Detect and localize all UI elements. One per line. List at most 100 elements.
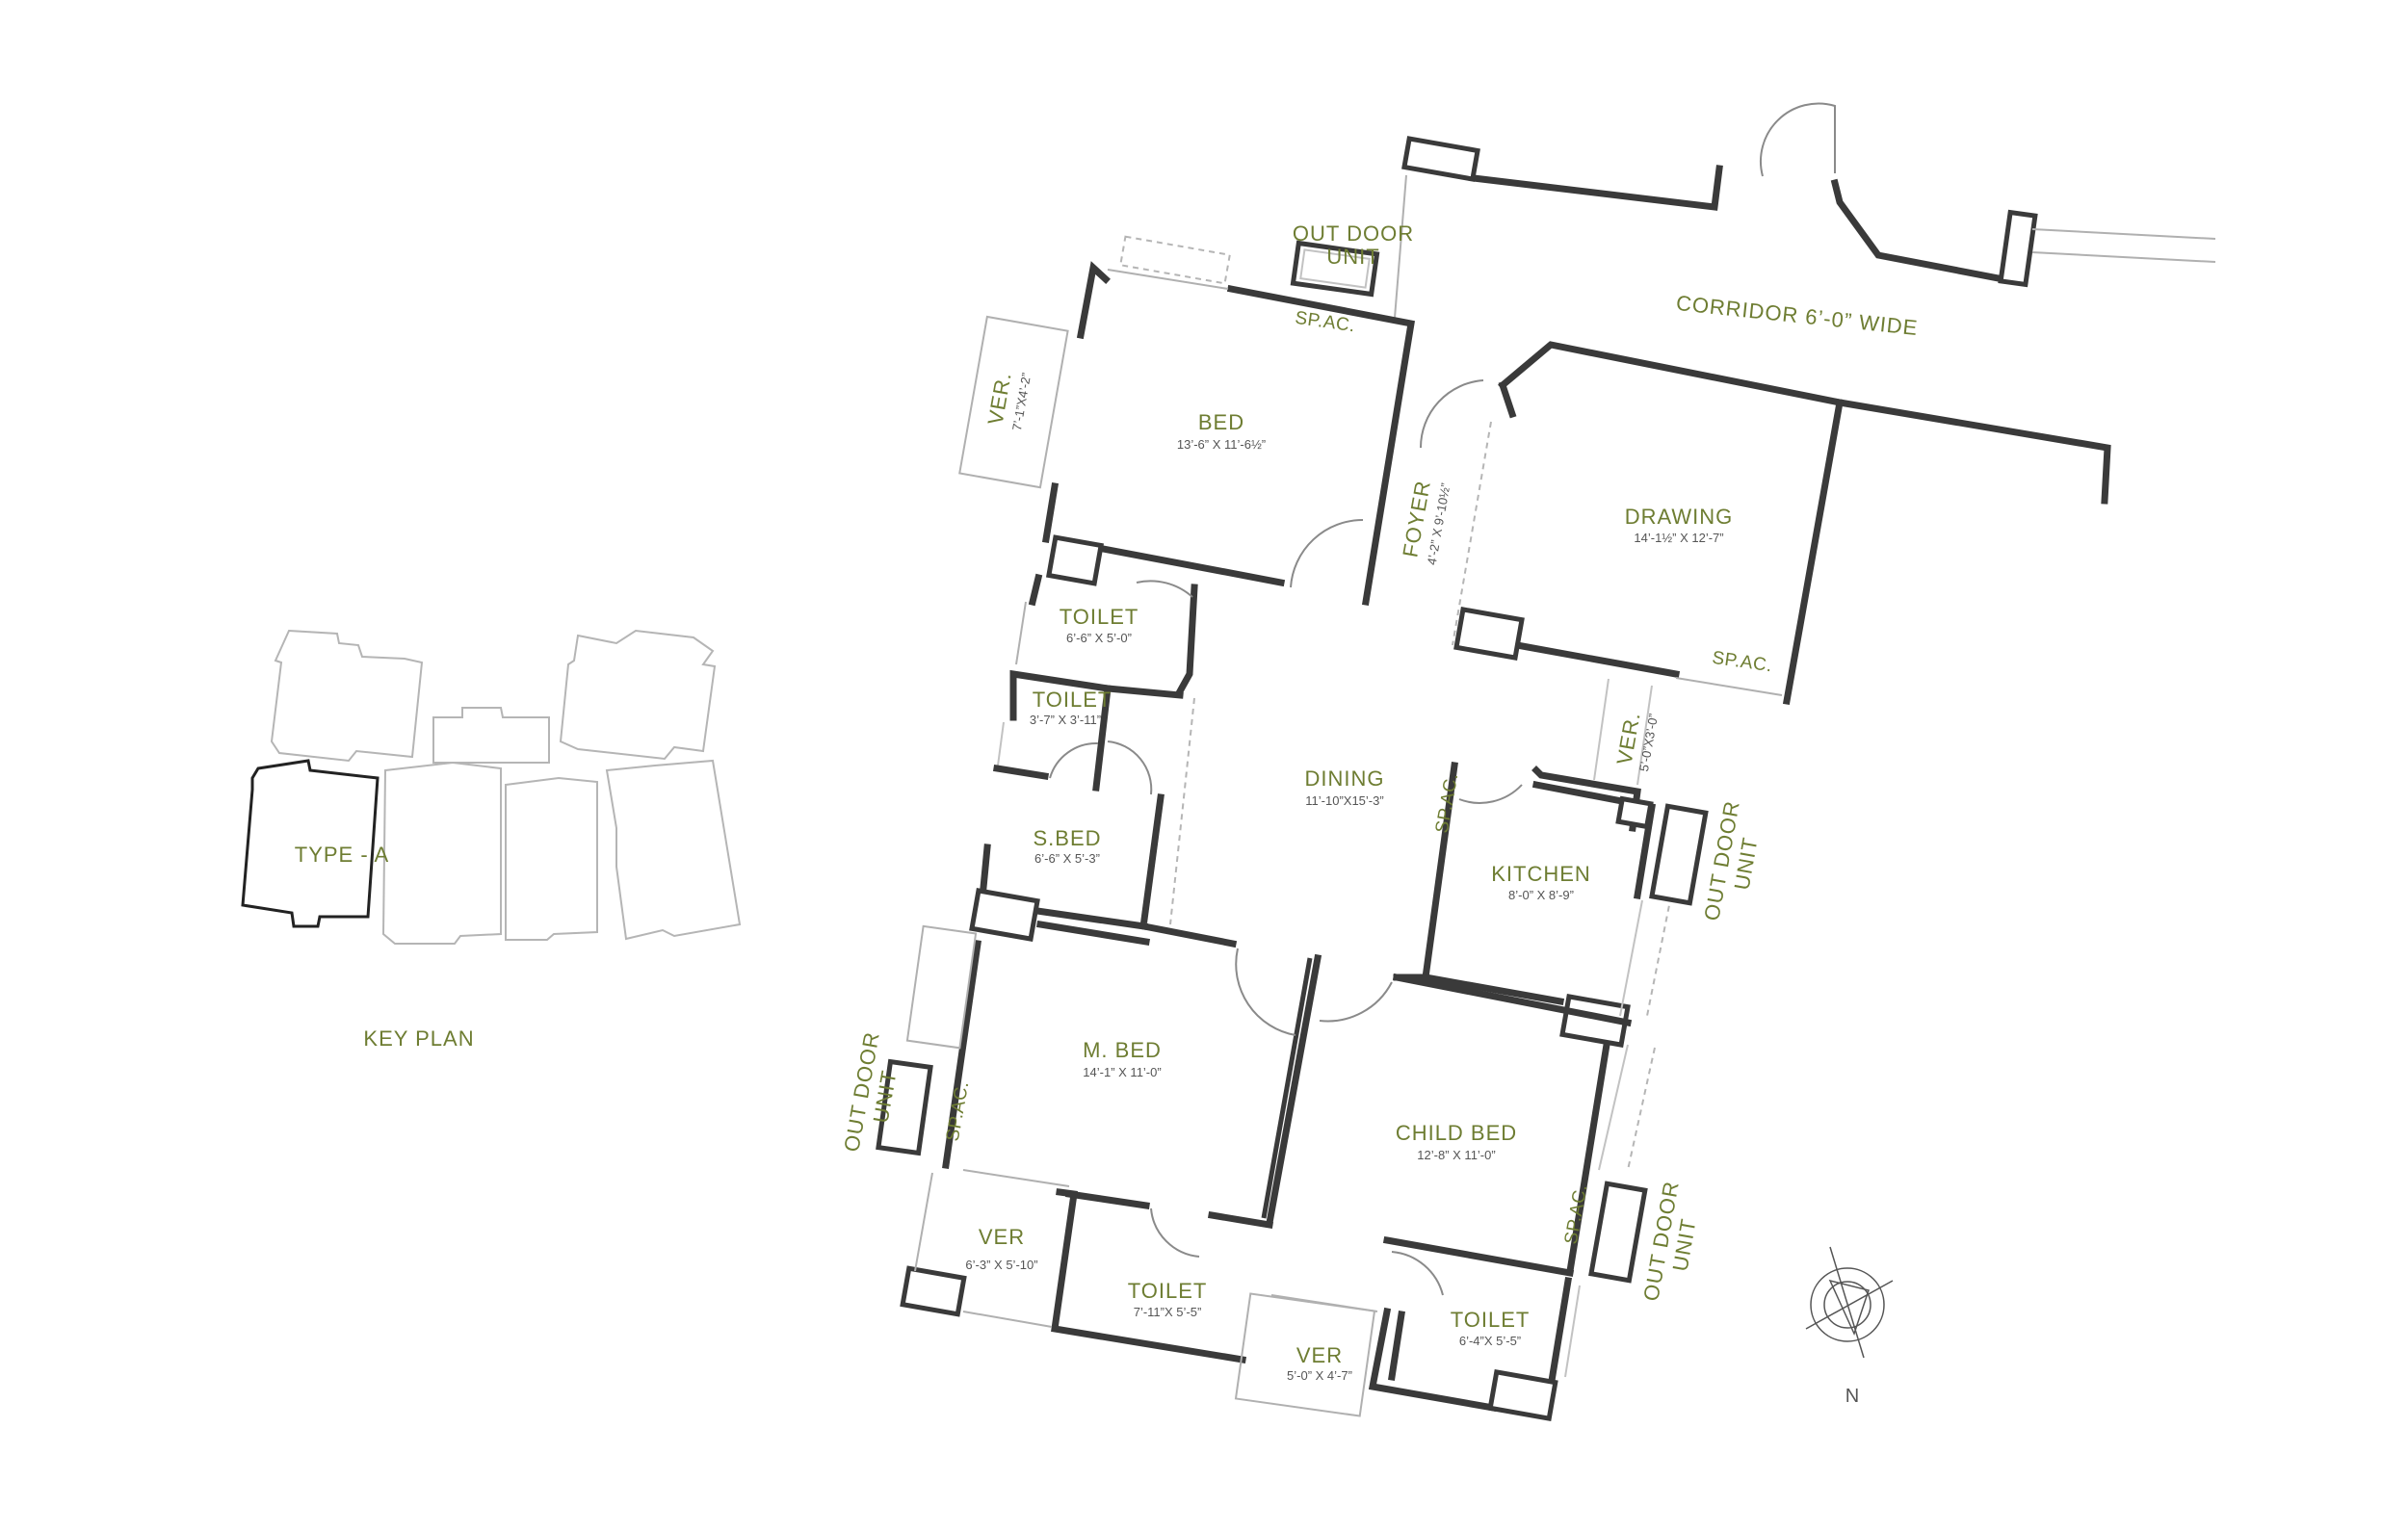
sp-ac-childbed: SP.AC.: [1561, 1182, 1592, 1246]
key-plan-title: KEY PLAN: [363, 1026, 474, 1051]
toilet2-window: [997, 721, 1005, 766]
ver-bottom-rail: [1270, 1294, 1378, 1312]
ver-right-railing-2: [1636, 685, 1653, 786]
drawing-wall-east: [1782, 398, 1845, 706]
ver-left-name: VER: [979, 1225, 1025, 1249]
toilet2-wall-east: [1104, 685, 1184, 699]
kitchen-dims: 8’-0” X 8’-9”: [1508, 888, 1574, 902]
dining-name: DINING: [1305, 766, 1385, 791]
bed-wall-west-lower: [1041, 481, 1060, 544]
toilet2-door-swing: [1049, 741, 1099, 779]
toilet-4-dims: 6’-4”X 5’-5”: [1459, 1334, 1521, 1348]
bed-wall-west: [1076, 261, 1111, 340]
corridor-railing: [2031, 228, 2216, 240]
sbed-column: [969, 888, 1040, 942]
toilet-1-dims: 6’-6” X 5’-0”: [1066, 631, 1132, 645]
toilet4-wall-inner: [1388, 1311, 1405, 1381]
sbed-wall-south: [1027, 906, 1148, 930]
child-bed-dims: 12’-8” X 11’-0”: [1417, 1148, 1495, 1162]
kitchen-sink: [1615, 795, 1654, 830]
mbed-dims: 14’-1” X 11’-0”: [1083, 1065, 1161, 1079]
sbed-wall-north: [992, 764, 1050, 781]
kitchen-column: [1559, 994, 1631, 1048]
mbed-door-swing: [1235, 948, 1296, 1036]
kitchen-name: KITCHEN: [1491, 862, 1591, 886]
bed-dims: 13’-6” X 11’-6½”: [1177, 437, 1266, 452]
sbed-door-swing: [1107, 740, 1153, 795]
dining-boundary-west: [1169, 697, 1195, 925]
mbed-wall-north: [1035, 920, 1151, 947]
key-plan-block-5: [505, 776, 598, 941]
compass-north-label: N: [1845, 1386, 1859, 1407]
key-plan-block-3: [559, 629, 717, 761]
ver-left-column: [900, 1265, 967, 1317]
childbed-wall-east: [1565, 1040, 1611, 1276]
key-plan-block-2: [432, 707, 550, 764]
corridor-railing-2: [2031, 251, 2216, 263]
mbed-name: M. BED: [1083, 1038, 1162, 1062]
ver-bottom-name: VER: [1296, 1343, 1343, 1367]
corridor-edge: [1394, 174, 1407, 319]
key-plan-block-1: [270, 629, 424, 763]
outdoor-unit-right: [1649, 803, 1709, 906]
childbed-window-ledge: [1627, 1047, 1656, 1171]
ver-left-rail-south: [962, 1311, 1053, 1328]
sp-ac-mbed: SP.AC.: [943, 1079, 974, 1143]
mbed-ver-rail: [962, 1169, 1070, 1187]
toilet3-wall-north: [1065, 1190, 1150, 1209]
ver-right-railing: [1593, 678, 1610, 781]
ver-left-dims: 6’-3” X 5’-10”: [965, 1258, 1037, 1272]
drawing-window: [1675, 677, 1783, 696]
bed-wall-south: [1088, 542, 1286, 587]
toilet2-wall: [1009, 669, 1112, 792]
corridor-label: CORRIDOR 6’-0” WIDE: [1675, 291, 1920, 340]
bed-wall-north: [1226, 284, 1416, 607]
toilet1-wall-east: [1175, 584, 1198, 696]
toilet1-window: [1015, 601, 1027, 665]
north-compass: N: [1805, 1246, 1894, 1407]
compass-axis-ns: [1829, 1246, 1865, 1359]
sbed-wall-east: [1140, 793, 1165, 923]
bed-column: [1045, 534, 1105, 586]
mbed-wall-west: [942, 940, 982, 1169]
childbed-door-swing: [1319, 981, 1393, 1023]
toilet-3-name: TOILET: [1128, 1279, 1208, 1303]
sbed-dims: 6’-6” X 5’-3”: [1034, 851, 1100, 866]
toilet4-wall-east: [1546, 1276, 1573, 1391]
mbed-window-bay: [905, 924, 978, 1050]
outdoor-unit-top-inner: [1299, 248, 1371, 289]
kitchen-window: [1619, 899, 1643, 1017]
outdoor-unit-bottom: [1588, 1181, 1648, 1284]
key-plan-type-a-label: TYPE - A: [295, 843, 389, 867]
kitchen-wall-south: [1421, 973, 1565, 1006]
sp-ac-dining: SP.AC.: [1432, 771, 1463, 835]
toilet4-column: [1487, 1369, 1558, 1421]
toilet3-wall-north-2: [1207, 1210, 1274, 1230]
drawing-name: DRAWING: [1625, 505, 1734, 529]
foyer-door-swing: [1419, 379, 1484, 449]
key-plan-block-6: [605, 759, 742, 941]
toilet-1-name: TOILET: [1060, 605, 1139, 629]
ver-bottom-dims: 5’-0” X 4’-7”: [1287, 1368, 1352, 1383]
bed-window: [1107, 269, 1229, 290]
corridor-wall-right: [1830, 178, 2008, 284]
outdoor-unit-top-line1: OUT DOOR: [1293, 221, 1414, 246]
childbed-window: [1598, 1044, 1629, 1171]
ver-left-rail-west: [914, 1172, 933, 1272]
toilet-3-dims: 7’-11”X 5’-5”: [1134, 1305, 1202, 1319]
drawing-column: [1453, 607, 1525, 661]
corridor-door-swing: [1760, 102, 1836, 177]
toilet3-door-swing: [1150, 1207, 1200, 1258]
drawing-wall-south: [1512, 640, 1681, 679]
ver-top-balcony: [958, 315, 1069, 489]
toilet-4-name: TOILET: [1451, 1308, 1531, 1332]
toilet4-wall: [1368, 1307, 1498, 1413]
corridor-column-right: [1998, 209, 2038, 288]
child-bed-name: CHILD BED: [1396, 1121, 1517, 1145]
dining-wall-sw: [1139, 922, 1238, 948]
kitchen-window-ledge: [1646, 895, 1672, 1017]
corridor-column-left: [1401, 136, 1480, 182]
childbed-wall-north: [1392, 973, 1633, 1027]
compass-inner-ring: [1823, 1281, 1871, 1329]
